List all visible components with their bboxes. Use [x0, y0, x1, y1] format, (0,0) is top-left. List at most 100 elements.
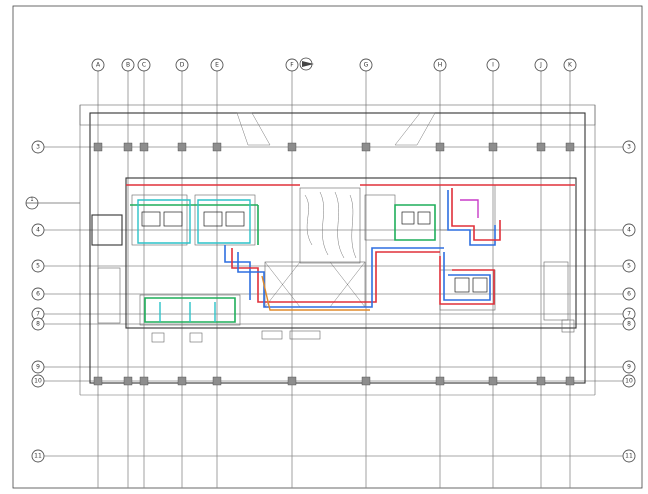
return-trunk — [237, 247, 444, 308]
grid-bubble-row-right-8: 8 — [622, 317, 636, 331]
svg-text:A: A — [96, 62, 101, 69]
sheet-border — [12, 5, 643, 489]
grid-bubble-row-left-6: 6 — [31, 287, 45, 301]
structural-column — [361, 142, 371, 152]
svg-text:K: K — [568, 62, 573, 69]
condensate-line — [261, 275, 370, 311]
structural-column — [536, 376, 546, 386]
svg-text:D: D — [180, 62, 185, 69]
grid-bubble-col-H: H — [433, 58, 447, 72]
grid-bubble-col-I: I — [486, 58, 500, 72]
stair-west — [97, 267, 121, 324]
svg-text:6: 6 — [627, 291, 631, 298]
svg-text:10: 10 — [625, 378, 633, 385]
svg-text:H: H — [438, 62, 443, 69]
grid-bubble-row-right-11: 11 — [622, 449, 636, 463]
room-c — [364, 194, 396, 241]
structural-column — [488, 376, 498, 386]
structural-column — [565, 142, 575, 152]
structural-column — [93, 376, 103, 386]
grid-bubble-row-left-8: 8 — [31, 317, 45, 331]
structural-column — [177, 376, 187, 386]
grid-bubble-row-left-4: 4 — [31, 223, 45, 237]
structural-column — [565, 376, 575, 386]
svg-text:3: 3 — [627, 144, 631, 151]
grid-bubble-col-J: J — [534, 58, 548, 72]
structural-column — [287, 142, 297, 152]
stair-west-box — [91, 214, 123, 246]
grid-bubble-col-C: C — [137, 58, 151, 72]
section-marker-label: 1 — [30, 197, 33, 203]
atrium-pattern — [304, 191, 357, 259]
roof-feature-left — [236, 112, 271, 146]
structural-column — [212, 142, 222, 152]
svg-text:4: 4 — [36, 227, 40, 234]
structural-column — [212, 376, 222, 386]
grid-bubble-row-left-9: 9 — [31, 360, 45, 374]
grid-bubble-col-D: D — [175, 58, 189, 72]
grid-bubble-row-left-3: 3 — [31, 140, 45, 154]
svg-text:5: 5 — [36, 263, 40, 270]
grid-bubble-row-right-5: 5 — [622, 259, 636, 273]
structural-column — [536, 142, 546, 152]
atrium — [299, 187, 361, 264]
svg-text:J: J — [539, 62, 542, 69]
fresh-air-loop-a — [137, 199, 191, 244]
structural-column — [488, 142, 498, 152]
svg-text:11: 11 — [34, 453, 42, 460]
supply-loop-east — [439, 256, 495, 305]
svg-text:4: 4 — [627, 227, 631, 234]
svg-text:7: 7 — [36, 311, 40, 318]
grid-bubble-row-right-4: 4 — [622, 223, 636, 237]
supply-trunk — [231, 248, 440, 303]
grid-bubble-col-B: B — [121, 58, 135, 72]
grid-bubble-row-left-11: 11 — [31, 449, 45, 463]
structural-column — [139, 142, 149, 152]
section-marker-icon: 1 — [25, 196, 39, 210]
structural-column — [435, 142, 445, 152]
grid-bubble-row-left-10: 10 — [31, 374, 45, 388]
structural-column — [177, 142, 187, 152]
lobby — [264, 261, 366, 308]
exterior-wall — [89, 112, 586, 384]
room-f — [139, 294, 241, 326]
svg-text:G: G — [364, 62, 369, 69]
svg-text:9: 9 — [36, 364, 40, 371]
equipment — [141, 211, 488, 293]
svg-text:7: 7 — [627, 311, 631, 318]
grid-bubble-row-right-6: 6 — [622, 287, 636, 301]
exhaust-branch-west — [130, 204, 259, 245]
supply-east — [451, 188, 501, 241]
svg-text:11: 11 — [625, 453, 633, 460]
grid-bubble-col-E: E — [210, 58, 224, 72]
hvac-ducts — [126, 184, 575, 323]
svg-text:C: C — [142, 62, 146, 69]
roof-edge — [79, 104, 596, 126]
grid-bubble-row-left-5: 5 — [31, 259, 45, 273]
svg-text:E: E — [215, 62, 219, 69]
grid-bubble-row-right-9: 9 — [622, 360, 636, 374]
svg-text:I: I — [492, 62, 494, 69]
svg-text:F: F — [290, 62, 294, 69]
structural-columns — [93, 142, 575, 386]
roof-feature-right — [394, 112, 436, 146]
exhaust-loop-south — [144, 297, 236, 323]
svg-text:5: 5 — [627, 263, 631, 270]
grid-bubble-col-F: F — [285, 58, 299, 72]
svg-text:6: 6 — [36, 291, 40, 298]
grid-bubble-row-right-10: 10 — [622, 374, 636, 388]
refrigerant-line — [460, 199, 479, 218]
structural-column — [123, 142, 133, 152]
structural-column — [93, 142, 103, 152]
return-loop-east — [443, 252, 491, 301]
room-a — [131, 194, 188, 246]
structural-column — [287, 376, 297, 386]
grid-bubble-row-right-3: 3 — [622, 140, 636, 154]
grid-bubble-col-A: A — [91, 58, 105, 72]
return-east — [447, 190, 496, 246]
svg-text:3: 3 — [36, 144, 40, 151]
structural-column — [139, 376, 149, 386]
